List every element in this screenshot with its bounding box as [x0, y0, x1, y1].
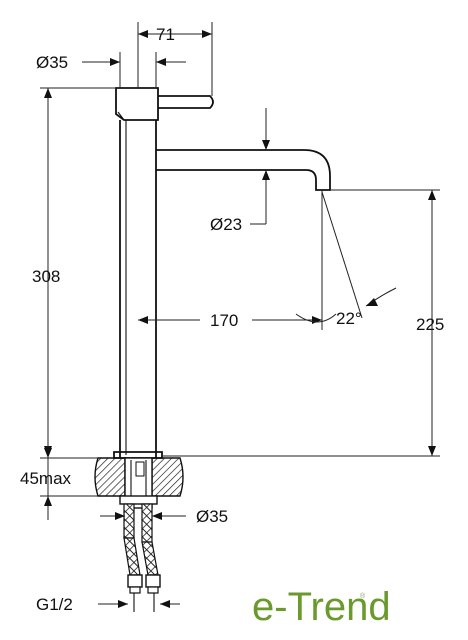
- brand-logo: e-Trend ®: [252, 585, 391, 629]
- handle-lever: [158, 95, 214, 109]
- brand-logo-text: e-Trend: [252, 585, 391, 629]
- svg-text:®: ®: [360, 592, 366, 600]
- deck-right: [151, 457, 184, 497]
- fitting-right: [145, 574, 161, 588]
- dim-deck-thickness-label: 45max: [20, 469, 72, 488]
- dim-spout-height-label: 225: [416, 315, 444, 334]
- spout: [156, 149, 331, 191]
- dim-thread-label: G1/2: [36, 595, 73, 614]
- dim-body-diameter-label: Ø35: [36, 53, 68, 72]
- deck-left: [94, 457, 126, 497]
- dim-spout-reach-label: 170: [210, 311, 238, 330]
- dim-thread: G1/2: [36, 595, 180, 614]
- mounting-nut: [119, 495, 158, 505]
- dim-top-width-label: 71: [156, 25, 175, 44]
- mounting-section: [94, 457, 184, 612]
- body-base: [113, 451, 163, 459]
- dim-spout-height: 225: [162, 189, 444, 457]
- dim-total-height: 308: [32, 87, 116, 456]
- hose-right-lower: [141, 541, 159, 576]
- dim-base-diameter: Ø35: [100, 507, 228, 526]
- dim-spout-diameter-label: Ø23: [210, 215, 242, 234]
- fitting-left: [127, 574, 143, 588]
- hose-left-lower: [123, 537, 141, 576]
- hose-left: [123, 503, 135, 539]
- dim-base-diameter-label: Ø35: [196, 507, 228, 526]
- dim-spout-angle: 22°: [295, 191, 397, 328]
- dim-total-height-label: 308: [32, 267, 60, 286]
- faucet-outline: [113, 87, 331, 459]
- dim-deck-thickness: 45max: [20, 442, 98, 520]
- handle-cap: [115, 87, 159, 121]
- hose-right: [141, 503, 153, 543]
- dim-spout-reach: 170: [138, 190, 323, 330]
- dim-top-width: 71: [137, 22, 213, 96]
- dim-spout-diameter: Ø23: [210, 108, 270, 234]
- dim-body-diameter: Ø35: [36, 52, 186, 88]
- dim-spout-angle-label: 22°: [336, 309, 362, 328]
